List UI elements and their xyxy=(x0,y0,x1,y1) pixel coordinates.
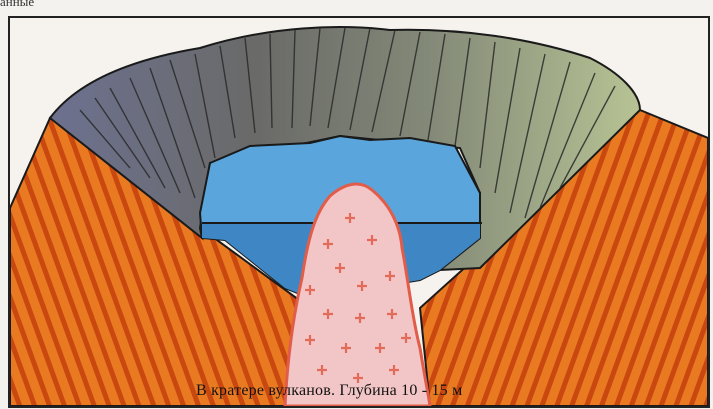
diagram-caption: В кратере вулканов. Глубина 10 - 15 м xyxy=(196,382,462,400)
header-text-fragment: анные xyxy=(0,0,34,10)
diagram-canvas xyxy=(10,18,708,406)
volcano-crater-diagram: В кратере вулканов. Глубина 10 - 15 м xyxy=(8,16,710,408)
